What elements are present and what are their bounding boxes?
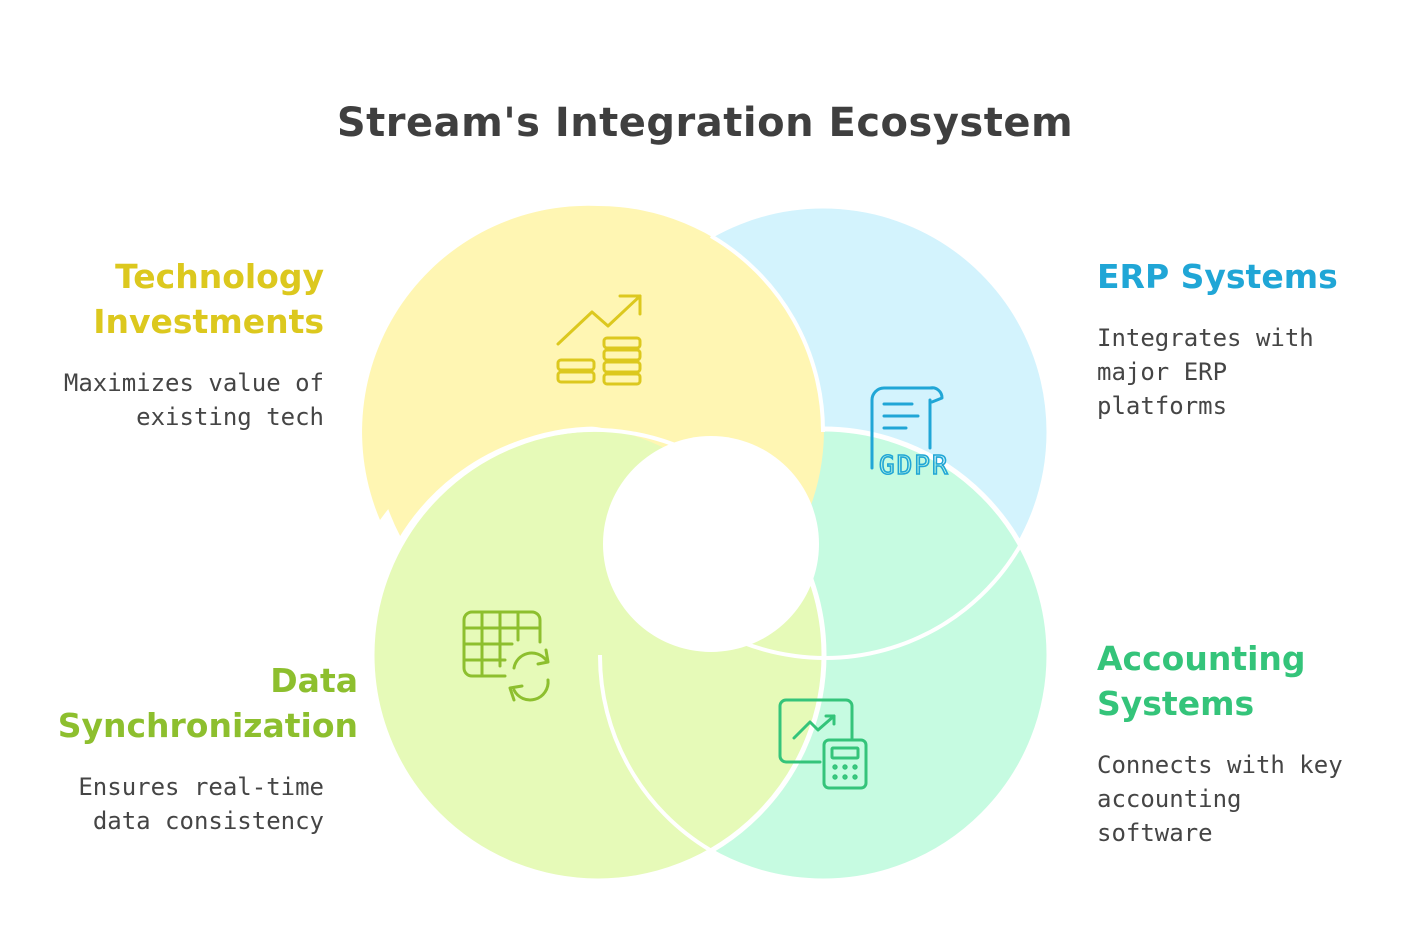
data-sync-block: Data Synchronization Ensures real-time d… [18, 658, 358, 838]
erp-description: Integrates with major ERP platforms [1097, 321, 1397, 423]
data-sync-heading-line-1: Data [270, 661, 358, 700]
technology-description-line-2: existing tech [136, 403, 324, 431]
interlace-arc-2 [715, 544, 1022, 660]
gdpr-document-icon [870, 386, 944, 470]
erp-block: ERP Systems Integrates with major ERP pl… [1097, 254, 1397, 423]
erp-description-line-3: platforms [1097, 392, 1228, 420]
erp-heading: ERP Systems [1097, 254, 1397, 299]
accounting-description: Connects with key accounting software [1097, 748, 1397, 850]
data-sync-description: Ensures real-time data consistency [18, 770, 324, 838]
center-hole [603, 436, 819, 652]
gdpr-icon-text: GDPR [879, 451, 950, 481]
data-sync-heading: Data Synchronization [18, 658, 358, 748]
technology-heading-line-2: Investments [93, 302, 324, 341]
growth-chart-coins-icon [556, 294, 642, 386]
technology-heading: Technology Investments [24, 254, 324, 344]
erp-description-line-1: Integrates with [1097, 324, 1314, 352]
accounting-description-line-2: accounting [1097, 785, 1242, 813]
diagram-title: Stream's Integration Ecosystem [336, 100, 1074, 146]
interlace-arc-3 [597, 654, 712, 852]
data-sync-description-line-2: data consistency [92, 807, 324, 835]
technology-heading-line-1: Technology [115, 257, 324, 296]
accounting-heading-line-1: Accounting [1097, 639, 1306, 678]
chart-calculator-icon [778, 698, 868, 790]
technology-description: Maximizes value of existing tech [24, 366, 324, 434]
accounting-heading: Accounting Systems [1097, 636, 1397, 726]
interlace-arc-1 [709, 234, 826, 433]
accounting-block: Accounting Systems Connects with key acc… [1097, 636, 1397, 850]
erp-description-line-2: major ERP [1097, 358, 1228, 386]
accounting-description-line-1: Connects with key [1097, 751, 1343, 779]
table-sync-icon [462, 610, 550, 702]
technology-description-line-1: Maximizes value of [63, 369, 324, 397]
erp-heading-line-1: ERP Systems [1097, 257, 1338, 296]
accounting-description-line-3: software [1097, 819, 1213, 847]
interlace-arc-4 [398, 427, 712, 542]
data-sync-heading-line-2: Synchronization [57, 706, 358, 745]
accounting-heading-line-2: Systems [1097, 684, 1255, 723]
technology-block: Technology Investments Maximizes value o… [24, 254, 324, 434]
data-sync-description-line-1: Ensures real-time [78, 773, 324, 801]
